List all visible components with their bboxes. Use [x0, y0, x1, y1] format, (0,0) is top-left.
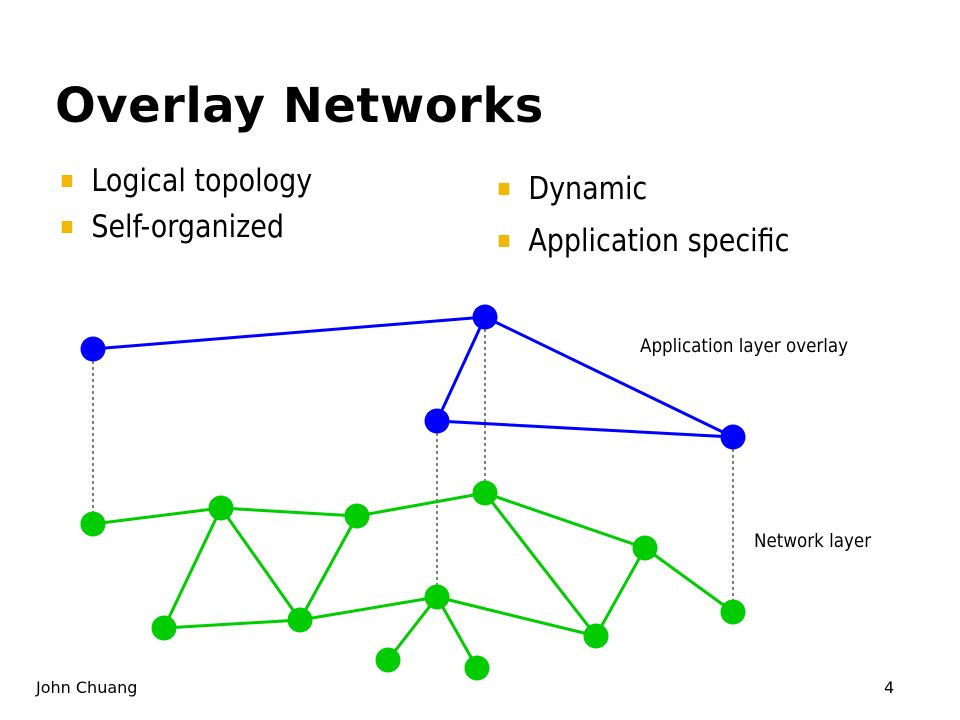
overlay-node — [720, 424, 746, 450]
bullet-item: Application specific — [497, 215, 789, 267]
network-link — [386, 596, 439, 661]
network-layer-label: Network layer — [754, 530, 872, 552]
network-node — [583, 623, 609, 649]
mapping-lines — [92, 317, 734, 612]
overlay-node — [472, 304, 498, 330]
network-link — [356, 491, 486, 518]
network-node — [344, 503, 370, 529]
network-node — [80, 511, 106, 537]
network-link — [483, 492, 598, 637]
network-link — [92, 506, 222, 526]
square-bullet-icon — [498, 235, 510, 247]
network-link — [435, 596, 479, 669]
network-link — [220, 506, 358, 518]
bullet-text: Application specific — [528, 223, 790, 259]
bullet-list-right: Dynamic Application specific — [497, 163, 833, 267]
square-bullet-icon — [498, 183, 510, 195]
overlay-link — [92, 315, 486, 351]
network-links — [92, 491, 734, 669]
overlay-layer-label: Application layer overlay — [640, 335, 849, 357]
square-bullet-icon — [61, 175, 73, 187]
network-node — [464, 655, 490, 681]
network-link — [219, 507, 302, 621]
bullet-list-left: Logical topology Self-organized — [60, 158, 350, 250]
network-node — [720, 599, 746, 625]
overlay-nodes — [80, 304, 746, 450]
bullet-item: Self-organized — [60, 204, 312, 250]
bullet-text: Self-organized — [91, 209, 284, 245]
bullet-text: Logical topology — [91, 163, 313, 199]
bullet-item: Logical topology — [60, 158, 312, 204]
bullet-text: Dynamic — [528, 171, 648, 207]
overlay-link — [435, 316, 487, 422]
square-bullet-icon — [61, 221, 73, 233]
overlay-node — [424, 408, 450, 434]
bullet-item: Dynamic — [497, 163, 789, 215]
page-number: 4 — [884, 678, 895, 697]
network-link — [299, 595, 438, 622]
network-link — [436, 595, 597, 638]
footer-author: John Chuang — [36, 678, 138, 697]
overlay-link — [484, 315, 734, 439]
network-link — [644, 546, 734, 614]
network-node — [375, 647, 401, 673]
network-node — [424, 584, 450, 610]
network-link — [163, 618, 301, 630]
overlay-link — [436, 419, 734, 439]
slide-title: Overlay Networks — [55, 78, 544, 134]
network-node — [287, 607, 313, 633]
network-node — [632, 535, 658, 561]
network-nodes — [80, 480, 746, 681]
network-node — [208, 495, 234, 521]
network-link — [298, 515, 359, 621]
network-link — [594, 547, 647, 637]
network-node — [151, 615, 177, 641]
network-node — [472, 480, 498, 506]
network-link — [484, 491, 646, 550]
overlay-links — [92, 315, 734, 439]
overlay-node — [80, 336, 106, 362]
network-link — [162, 507, 223, 629]
